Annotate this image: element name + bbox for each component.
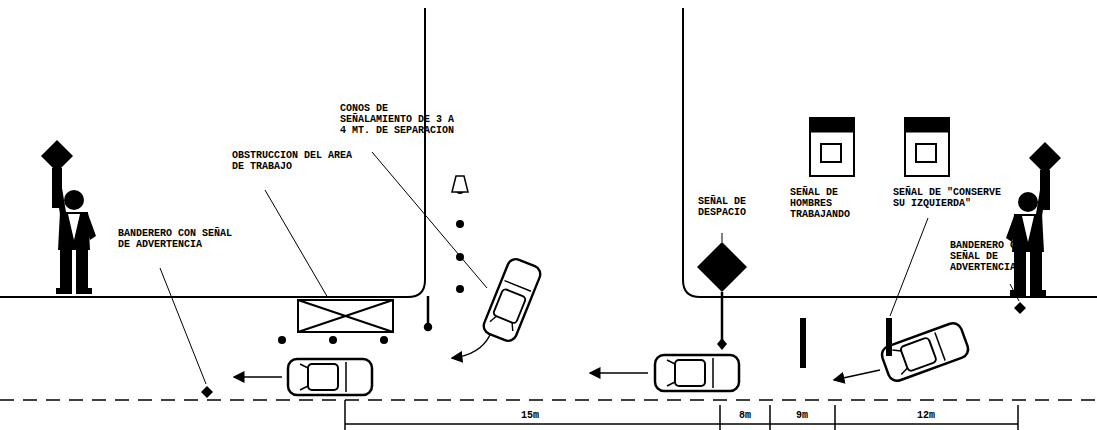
- drawing-part: [1017, 405, 1019, 430]
- drawing-part: [722, 233, 723, 242]
- dimension-label: 9m: [794, 410, 810, 421]
- drawing-part: [810, 118, 854, 176]
- direction-arrow: [834, 370, 880, 380]
- sign-label: SEÑAL DE DESPACIO: [698, 196, 758, 218]
- drawing-part: [905, 118, 949, 132]
- flag-marker: [1014, 302, 1026, 314]
- drawing-part: [456, 285, 464, 293]
- car: [481, 257, 543, 344]
- dimension-label: 8m: [737, 410, 753, 421]
- drawing-part: [800, 318, 806, 368]
- dimension-line: [345, 400, 1018, 430]
- flag-marker: [201, 386, 213, 398]
- leader-line: [160, 152, 1019, 384]
- drawing-part: [278, 336, 286, 344]
- drawing-part: [298, 300, 393, 332]
- car: [879, 321, 970, 384]
- barrier-post: [425, 296, 431, 330]
- drawing-part: [1010, 284, 1019, 301]
- callout-label: CONOS DE SEÑALAMIENTO DE 3 A 4 MT. DE SE…: [340, 103, 458, 136]
- keep-left-sign: [889, 118, 949, 356]
- drawing-part: [769, 405, 771, 430]
- callout-label: OBSTRUCCION DEL AREA DE TRABAJO: [232, 150, 360, 172]
- drawing-part: [697, 242, 747, 292]
- direction-arrow: [234, 376, 282, 378]
- drawing-part: [345, 423, 1018, 425]
- drawing-part: [0, 8, 425, 297]
- flagger-label: BANDERERO CON SEÑAL DE ADVERTENCIA: [950, 240, 1046, 273]
- flagger: [41, 140, 96, 294]
- direction-arrow: [452, 335, 490, 358]
- road-edge: [0, 8, 1097, 297]
- sign-label: SEÑAL DE "CONSERVE SU IZQUIERDA": [893, 187, 1015, 209]
- drawing-part: [425, 324, 431, 330]
- drawing-part: [717, 338, 727, 350]
- sign-label: SEÑAL DE HOMBRES TRABAJANDO: [790, 187, 870, 220]
- drawing-part: [160, 268, 206, 384]
- drawing-part: [265, 190, 328, 298]
- drawing-part: [719, 405, 721, 430]
- drawing-part: [916, 144, 936, 162]
- drawing-part: [821, 144, 841, 162]
- drawing-part: [372, 152, 487, 288]
- men-working-sign: [803, 118, 854, 368]
- cone-icon: [452, 176, 468, 192]
- direction-arrow: [590, 372, 648, 374]
- drawing-part: [380, 336, 388, 344]
- drawing-part: [329, 336, 337, 344]
- work-area-box: [298, 300, 393, 332]
- drawing-part: [905, 118, 949, 176]
- drawing-part: [810, 118, 854, 132]
- drawing-part: [456, 220, 464, 228]
- car: [288, 359, 372, 395]
- drawing-part: [427, 296, 430, 325]
- car: [655, 355, 739, 391]
- drawing-part: [721, 292, 724, 340]
- drawing-part: [298, 300, 393, 332]
- drawing-part: [298, 300, 393, 332]
- slow-sign: [697, 242, 747, 350]
- drawing-part: [344, 400, 346, 430]
- center-line: [0, 399, 1097, 401]
- drawing-part: [886, 318, 892, 356]
- cones: [278, 186, 464, 344]
- dimension-label: 15m: [519, 410, 541, 421]
- drawing-part: [683, 8, 1097, 297]
- drawing-part: [834, 405, 836, 430]
- dimension-label: 12m: [915, 410, 937, 421]
- flagger-label: BANDERERO CON SEÑAL DE ADVERTENCIA: [118, 228, 236, 250]
- drawing-part: [890, 218, 928, 316]
